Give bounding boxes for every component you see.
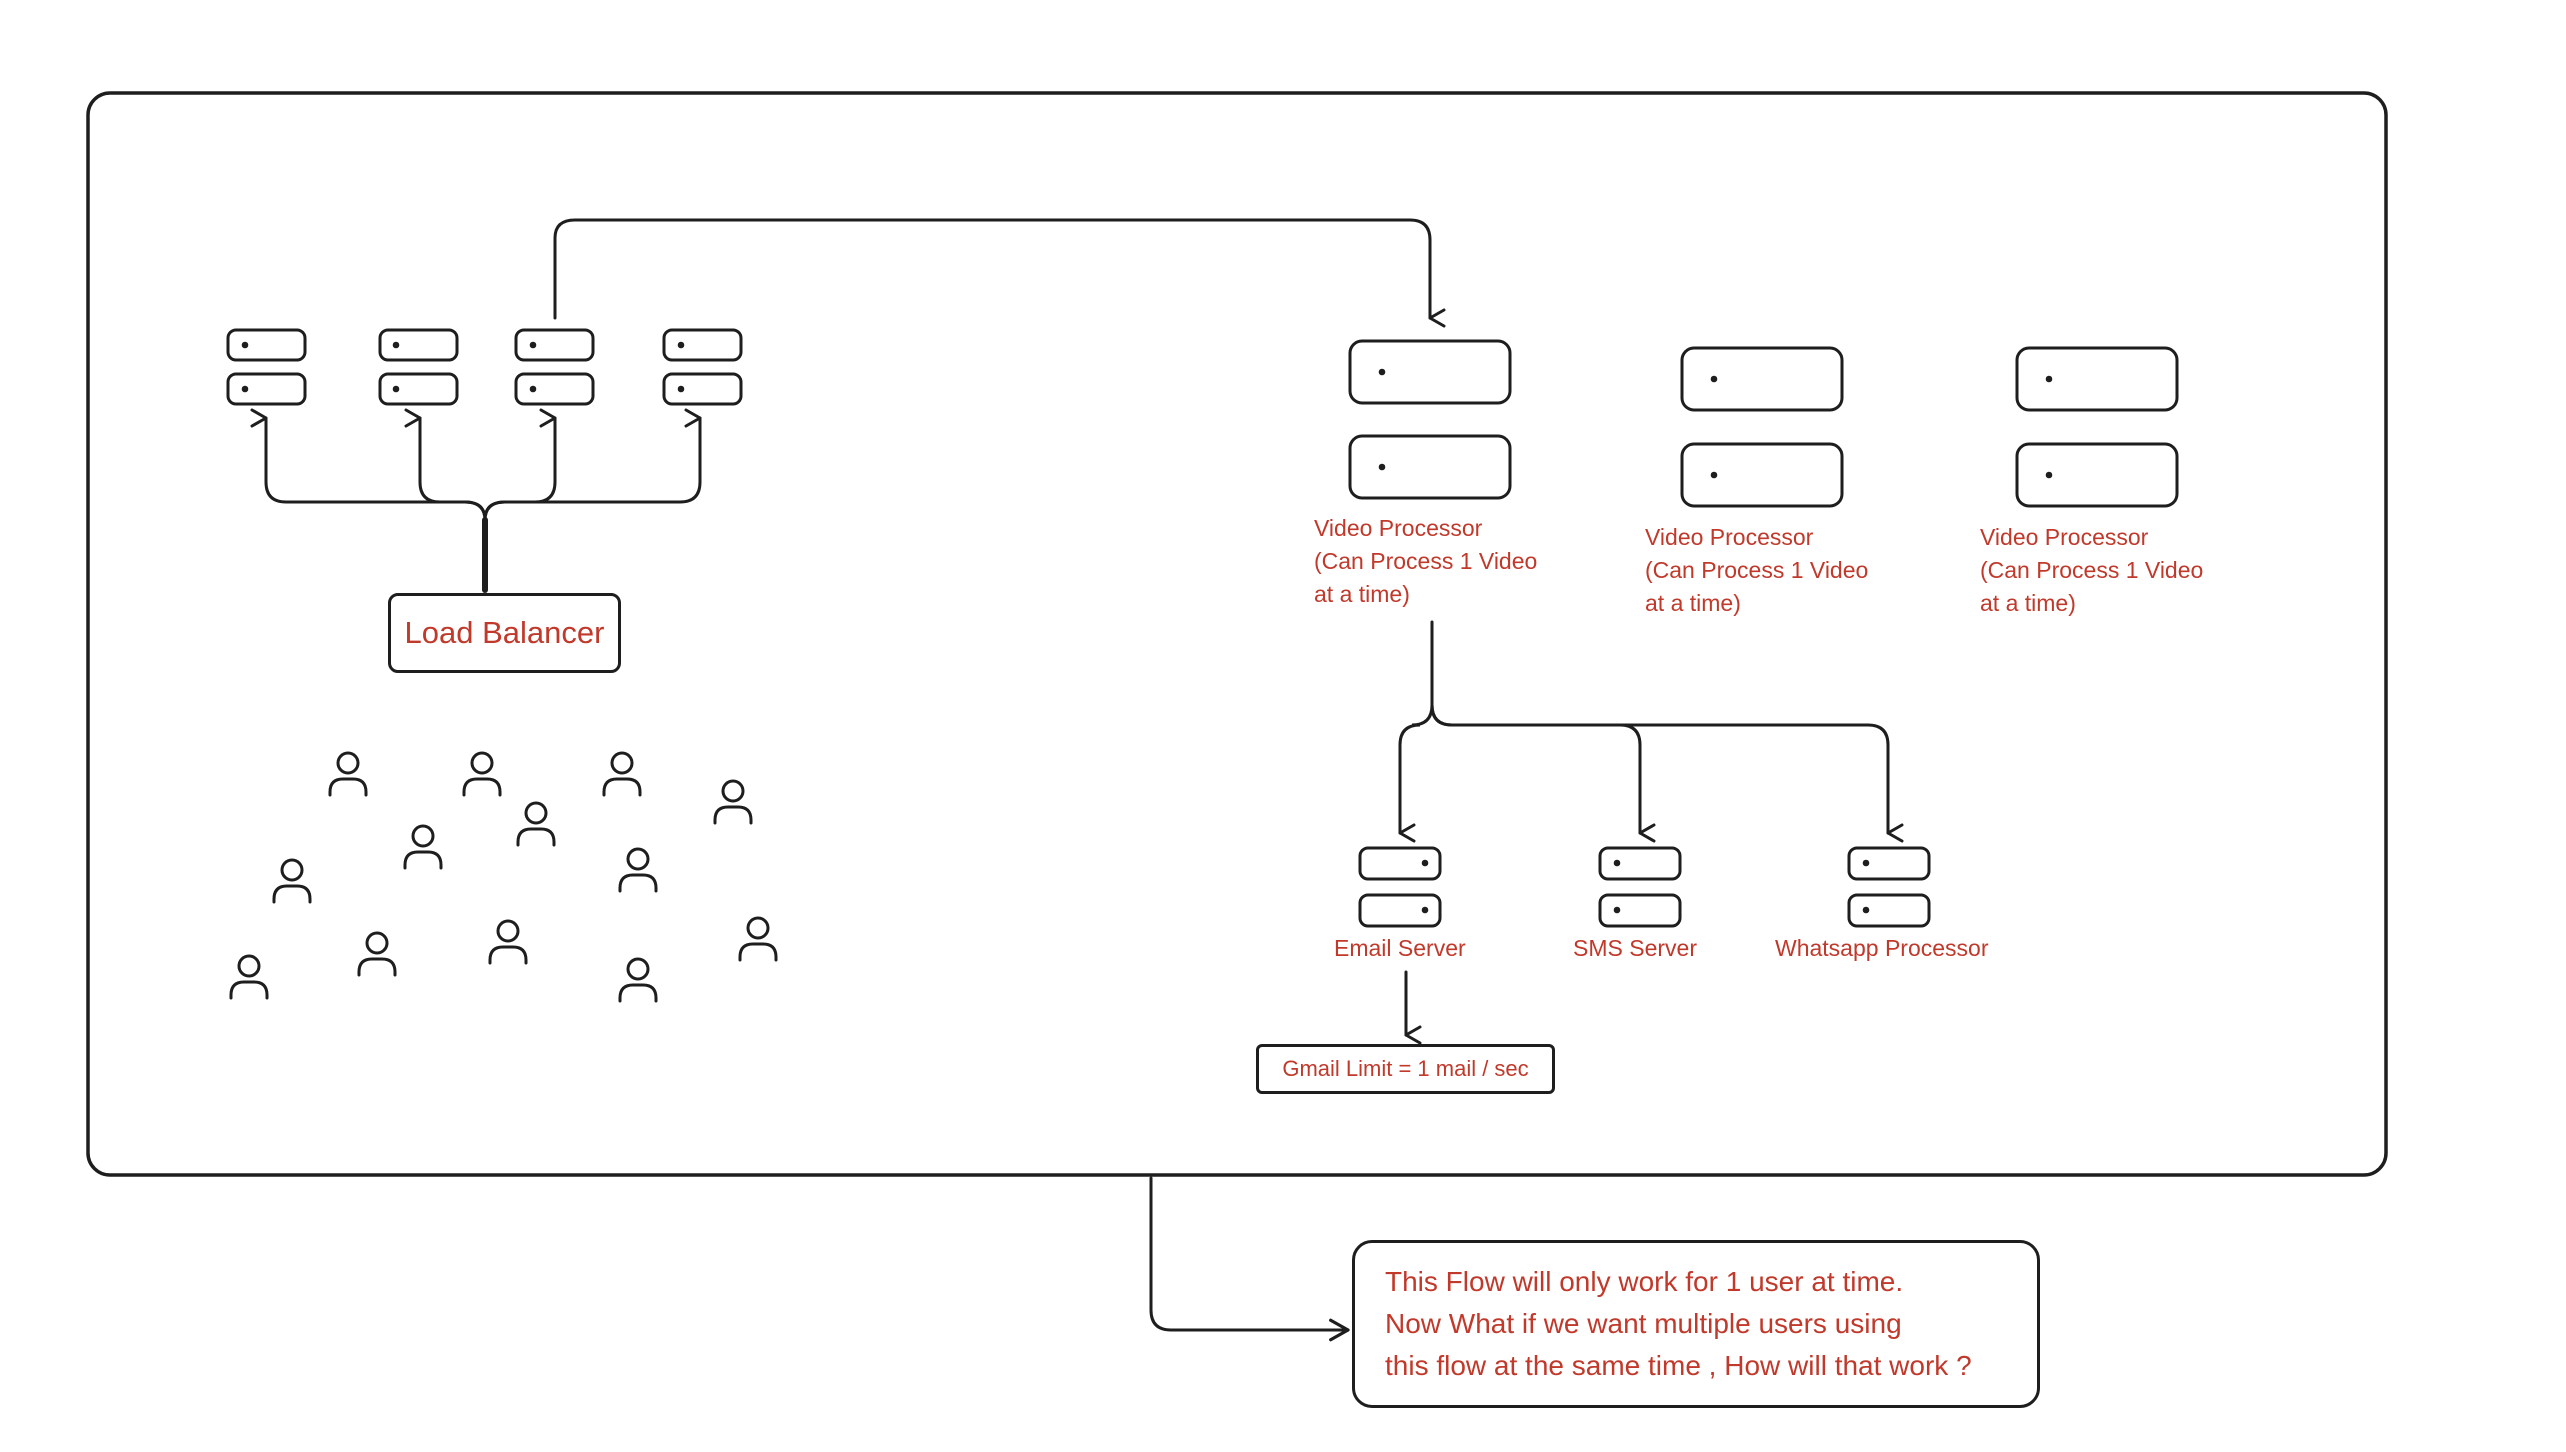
video-processor-connectors (1398, 620, 1904, 1045)
user-icon (403, 824, 443, 870)
server-icon (1847, 846, 1931, 928)
server-icon (2015, 346, 2179, 508)
note-line: this flow at the same time , How will th… (1385, 1350, 1972, 1381)
server-icon (378, 328, 459, 406)
gmail-limit-label: Gmail Limit = 1 mail / sec (1282, 1055, 1529, 1081)
video-processor-capacity: (Can Process 1 Video (1980, 557, 2204, 583)
server-icon (514, 328, 595, 406)
server-icon (1348, 339, 1512, 500)
user-icon (462, 751, 502, 797)
video-processor-capacity-cont: at a time) (1645, 590, 1741, 616)
user-icon (738, 916, 778, 962)
server-icon (1358, 846, 1442, 928)
user-icon (357, 931, 397, 977)
server-icon (662, 328, 743, 406)
video-processor-label: Video Processor (Can Process 1 Video at … (1980, 521, 2203, 620)
server-icon (226, 328, 307, 406)
video-processor-capacity: (Can Process 1 Video (1645, 557, 1869, 583)
frame-to-note-arrow (1149, 1176, 1350, 1342)
server-icon (1598, 846, 1682, 928)
note-line: Now What if we want multiple users using (1385, 1308, 1902, 1339)
user-icon (516, 801, 556, 847)
note-box: This Flow will only work for 1 user at t… (1352, 1240, 2040, 1408)
system-frame (86, 91, 2388, 1177)
video-processor-label: Video Processor (Can Process 1 Video at … (1314, 512, 1537, 611)
user-icon (328, 751, 368, 797)
video-processor-title: Video Processor (1645, 524, 1814, 550)
user-icon (488, 919, 528, 965)
video-processor-capacity-cont: at a time) (1314, 581, 1410, 607)
video-processor-label: Video Processor (Can Process 1 Video at … (1645, 521, 1868, 620)
note-line: This Flow will only work for 1 user at t… (1385, 1266, 1904, 1297)
server-icon (1680, 346, 1844, 508)
user-icon (618, 847, 658, 893)
video-processor-capacity: (Can Process 1 Video (1314, 548, 1538, 574)
video-processor-capacity-cont: at a time) (1980, 590, 2076, 616)
note-text: This Flow will only work for 1 user at t… (1385, 1261, 1972, 1387)
user-icon (272, 858, 312, 904)
whatsapp-processor-label: Whatsapp Processor (1775, 935, 1989, 961)
user-icon (713, 779, 753, 825)
server-to-video-processor-arrow (553, 218, 1446, 328)
user-icon (618, 957, 658, 1003)
email-server-label: Email Server (1334, 935, 1466, 961)
video-processor-title: Video Processor (1314, 515, 1483, 541)
user-icon (229, 954, 269, 1000)
load-balancer-connectors (250, 408, 702, 593)
sms-server-label: SMS Server (1573, 935, 1697, 961)
load-balancer-box: Load Balancer (388, 593, 621, 673)
load-balancer-label: Load Balancer (404, 614, 605, 650)
gmail-limit-box: Gmail Limit = 1 mail / sec (1256, 1044, 1555, 1094)
user-icon (602, 751, 642, 797)
video-processor-title: Video Processor (1980, 524, 2149, 550)
